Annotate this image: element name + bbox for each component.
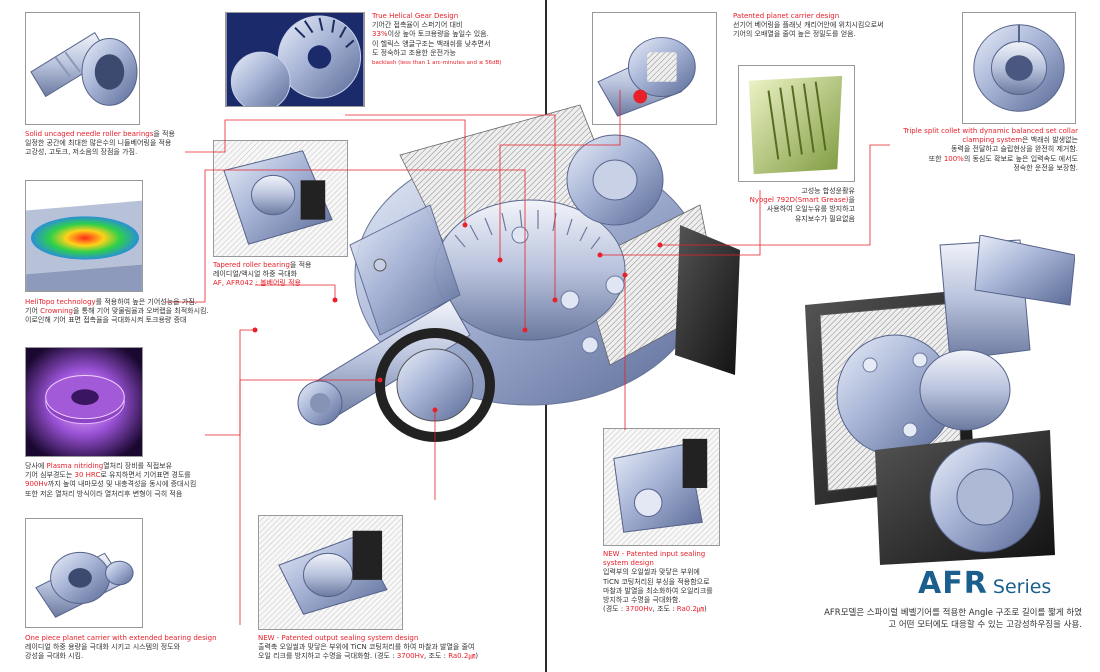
caption-grease-title: Nyogel 792D(Smart Grease) [749, 196, 849, 205]
afr-gearbox-render [805, 235, 1075, 565]
caption-needle-title: Solid uncaged needle roller bearings [25, 130, 154, 138]
caption-output-seal: NEW - Patented output sealing system des… [258, 634, 479, 661]
page-spine [545, 0, 547, 672]
needle-bearing-photo [25, 12, 140, 125]
planet-carrier-photo [25, 518, 143, 628]
patent-carrier-photo [592, 12, 717, 125]
tapered-bearing-photo [213, 140, 348, 257]
caption-input-title: NEW - Patented input sealing [603, 550, 706, 558]
caption-helical-title: True Helical Gear Design [372, 12, 459, 20]
caption-output-title: NEW - Patented output sealing system des… [258, 634, 419, 642]
caption-patent-carrier: Patented planet carrier design 선기어 베어링을 … [733, 12, 884, 39]
caption-collet: Triple split collet with dynamic balance… [903, 127, 1078, 172]
afr-series-title: AFR Series [918, 566, 1051, 601]
caption-helical-gear: True Helical Gear Design 기어간 접촉율이 스퍼기어 대… [372, 12, 502, 67]
caption-helitopo-title: HeliTopo technology [25, 298, 96, 306]
caption-needle-bearing: Solid uncaged needle roller bearings을 적용… [25, 130, 175, 157]
output-seal-photo [258, 515, 403, 630]
helitopo-photo [25, 180, 143, 292]
caption-tapered-title: Tapered roller bearing [213, 261, 290, 269]
caption-patent-title: Patented planet carrier design [733, 12, 840, 20]
afr-title-sub: Series [992, 576, 1052, 598]
caption-input-seal: NEW - Patented input sealing system desi… [603, 550, 713, 614]
caption-carrier-title: One piece planet carrier with extended b… [25, 634, 217, 642]
collet-photo [962, 12, 1076, 124]
plasma-gear-photo [25, 347, 143, 457]
caption-plasma-nitriding: 당사에 Plasma nitriding열처리 장비를 직접보유 기어 심부경도… [25, 462, 197, 498]
grease-photo [738, 65, 855, 182]
afr-description: AFR모델은 스파이럴 베벨기어를 적용한 Angle 구조로 길이를 짧게 하… [824, 608, 1082, 630]
input-seal-photo [603, 428, 720, 546]
caption-grease: 고성능 합성윤활유 Nyogel 792D(Smart Grease)을 사용하… [749, 187, 855, 223]
afr-title-main: AFR [918, 566, 988, 601]
caption-tapered-bearing: Tapered roller bearing을 적용 레이디얼/액시얼 하중 극… [213, 261, 312, 288]
helical-gear-photo [225, 12, 365, 107]
caption-helitopo: HeliTopo technology를 적용하여 높은 기어성능을 가짐. 기… [25, 298, 209, 325]
caption-collet-title: Triple split collet with dynamic balance… [903, 127, 1078, 135]
caption-planet-carrier: One piece planet carrier with extended b… [25, 634, 217, 661]
